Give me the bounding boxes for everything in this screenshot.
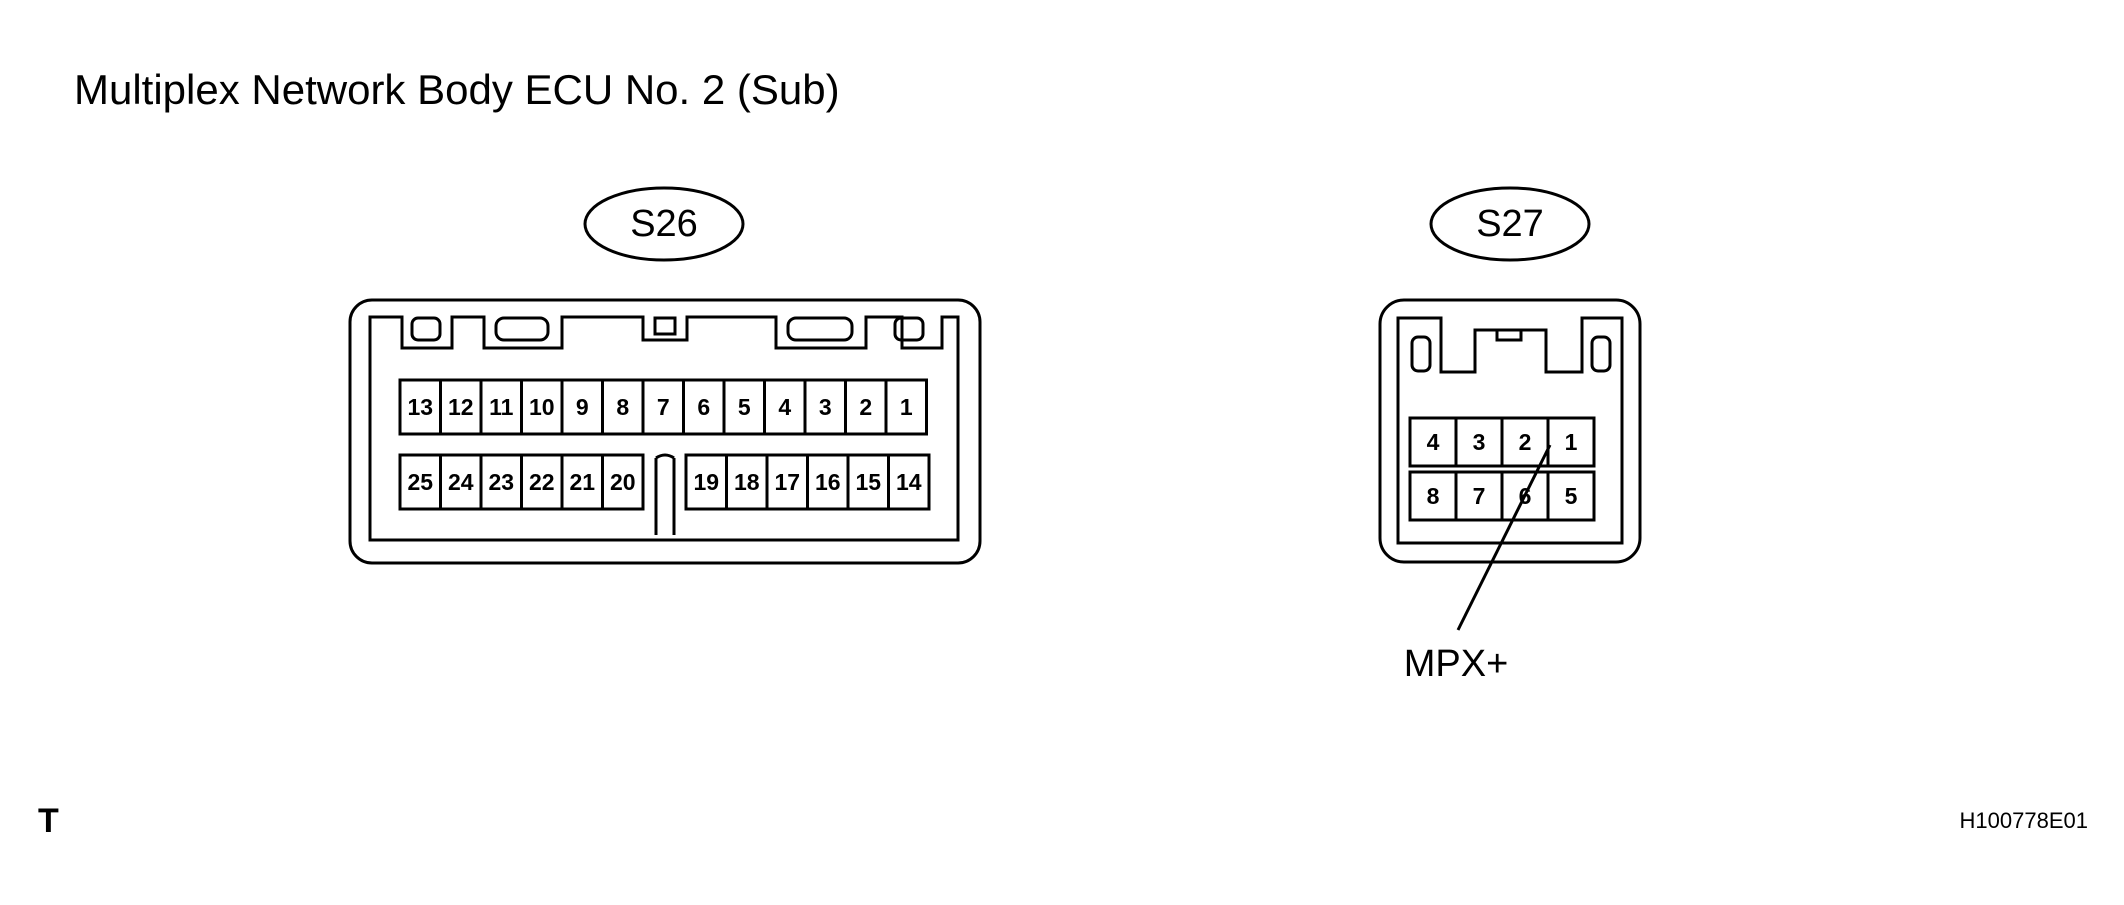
connector-s27-pin-label: 3 (1473, 429, 1486, 455)
connector-s26-pin-label: 17 (774, 469, 800, 495)
connector-s27-label: S27 (1476, 203, 1544, 245)
connector-s26-pin-label: 24 (448, 469, 474, 495)
connector-s27-pin-cell (1546, 416, 1596, 468)
page-title: Multiplex Network Body ECU No. 2 (Sub) (74, 66, 840, 113)
connector-s26-latch-left (410, 316, 442, 342)
connector-s26-pin-label: 6 (697, 394, 710, 420)
connector-s26-pin-cell (884, 378, 928, 436)
connector-s26-pin-label: 8 (616, 394, 629, 420)
connector-s26-pin-label: 22 (529, 469, 555, 495)
connector-s26-pin-label: 14 (896, 469, 922, 495)
connector-s27-pin-label: 4 (1427, 429, 1440, 455)
connector-s26-pin-label: 9 (576, 394, 589, 420)
connector-s26-pin-label: 16 (815, 469, 841, 495)
connector-s27-pin-label: 7 (1473, 483, 1486, 509)
connector-s26-pin-label: 3 (819, 394, 832, 420)
connector-s26-inner-outline (368, 315, 960, 542)
connector-s26-pin-label: 21 (569, 469, 595, 495)
connector-s26-label: S26 (630, 203, 698, 245)
connector-s27-latch-left (1410, 335, 1432, 373)
connector-s26-pin-label: 18 (734, 469, 760, 495)
connector-s27-pin-label: 8 (1427, 483, 1440, 509)
connector-s26-center-divider (654, 453, 676, 535)
connector-s27-latch-right (1590, 335, 1612, 373)
mpx-plus-label: MPX+ (1404, 643, 1509, 685)
figure-code: H100778E01 (1959, 808, 2088, 833)
connector-s26-outer-housing (348, 298, 982, 565)
connector-s26-pin-label: 15 (855, 469, 881, 495)
connector-s26-pin-label: 20 (610, 469, 636, 495)
connector-s26-latch-right (893, 316, 925, 342)
connector-s26-pin-label: 25 (407, 469, 433, 495)
connector-s26-pin-label: 11 (489, 394, 514, 420)
connector-s27-inner-outline (1396, 316, 1624, 545)
mpx-plus-leader-line (1456, 444, 1552, 631)
connector-s27-outer-housing (1378, 298, 1642, 564)
connector-s26-pin-cell (887, 453, 931, 511)
connector-s26-pin-label: 2 (859, 394, 872, 420)
connector-s26-pin-label: 1 (900, 394, 913, 420)
connector-s26-pin-label: 23 (488, 469, 514, 495)
connector-s26-key-slot (653, 316, 677, 336)
connector-s27-key-slot (1495, 328, 1523, 342)
connector-s26-pin-label: 12 (448, 394, 474, 420)
connector-s26-pin-label: 5 (738, 394, 751, 420)
corner-mark: T (38, 802, 59, 840)
connector-s27-pin-label: 2 (1519, 429, 1532, 455)
connector-s26-tag-ellipse (583, 186, 745, 262)
connector-s27-pin-label: 1 (1565, 429, 1578, 455)
connector-s26-pin-label: 13 (407, 394, 433, 420)
connector-s26-pin-label: 7 (657, 394, 670, 420)
connector-s26-pin-label: 10 (529, 394, 555, 420)
connector-s27-pin-cell (1546, 470, 1596, 522)
connector-s26-latch-mid-left (494, 316, 550, 342)
connector-s27-pin-label: 5 (1565, 483, 1578, 509)
connector-s26-pin-label: 4 (778, 394, 791, 420)
connector-s26-pin-cell (601, 453, 645, 511)
connector-s26-pin-label: 19 (693, 469, 719, 495)
connector-s27-tag-ellipse (1429, 186, 1591, 262)
connector-s26-latch-mid-right (786, 316, 854, 342)
